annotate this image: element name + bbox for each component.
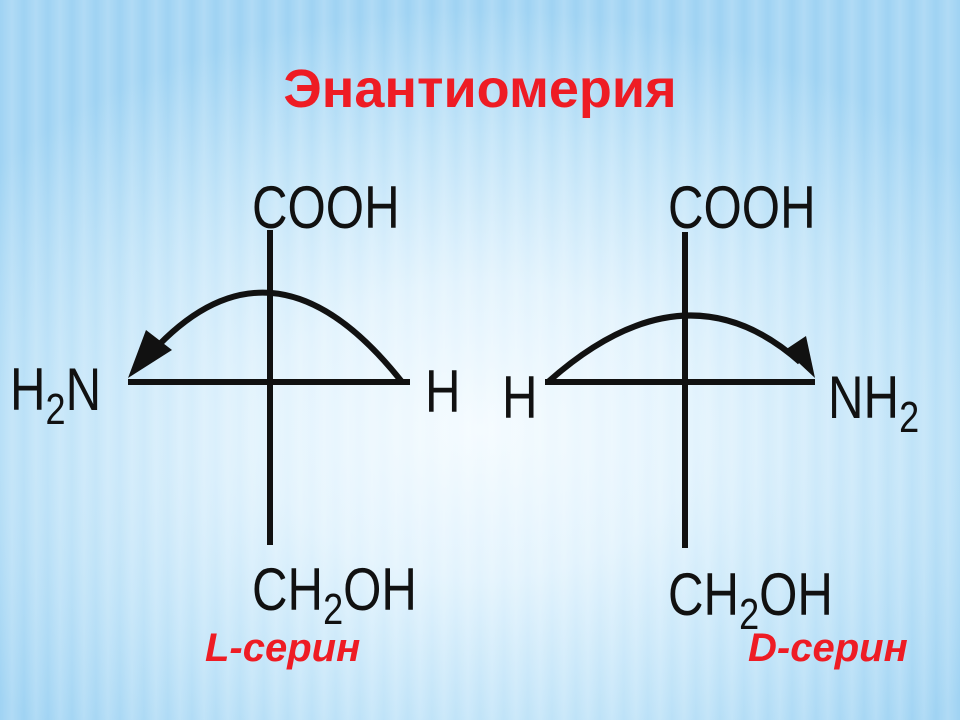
l-ch2oh-label: CH2OH <box>252 556 417 634</box>
d-amino-label: NH2 <box>828 364 920 442</box>
l-hydrogen-label: H <box>425 358 461 425</box>
d-serine-name: D-серин <box>748 626 908 670</box>
l-serine-name: L-серин <box>205 626 361 670</box>
l-rotation-arrow <box>142 289 405 384</box>
l-arrowhead <box>128 330 172 378</box>
d-cooh-label: COOH <box>668 174 816 241</box>
d-hydrogen-label: H <box>502 364 538 431</box>
l-amino-label: H2N <box>10 356 102 434</box>
d-arrowhead <box>785 336 815 378</box>
slide-title: Энантиомерия <box>283 59 677 119</box>
d-ch2oh-label: CH2OH <box>668 561 833 639</box>
d-rotation-arrow <box>546 312 802 385</box>
l-cooh-label: COOH <box>252 174 400 241</box>
